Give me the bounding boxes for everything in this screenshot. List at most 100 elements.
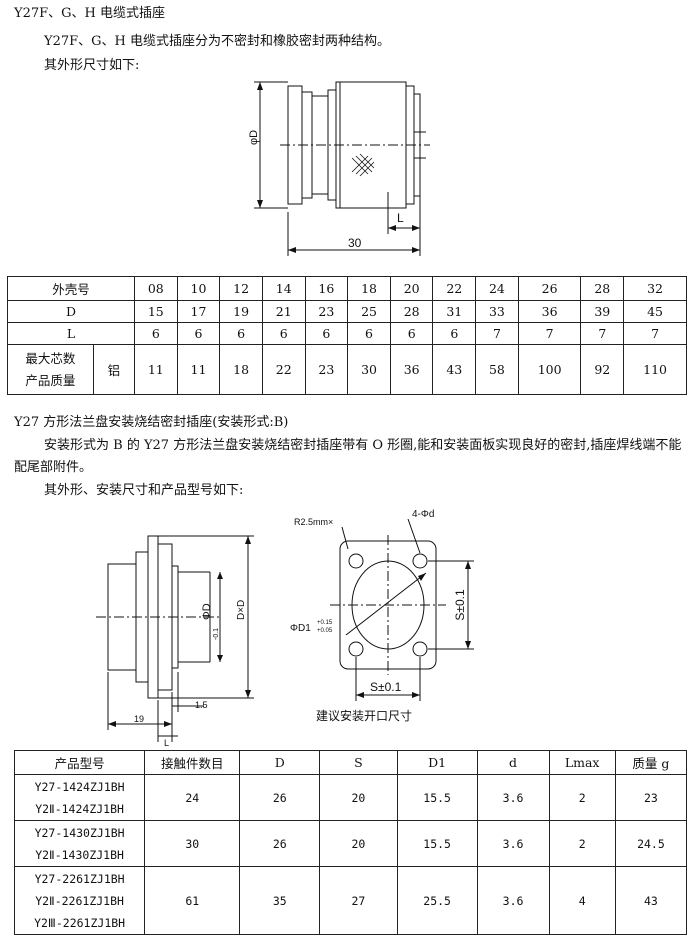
model-name: Y2Ⅱ-2261ZJ1BH [35, 893, 124, 908]
cell: 21 [261, 300, 306, 323]
dim-1-5-label: 1.5 [195, 700, 208, 710]
cell: 30 [347, 344, 391, 395]
cell: 10 [176, 276, 221, 301]
cell: 3.6 [476, 866, 550, 935]
cell: 100 [517, 344, 582, 395]
cell: 19 [219, 300, 263, 323]
l-dimension-label: L [397, 211, 404, 225]
model-cell: Y27-1424ZJ1BH Y2Ⅱ-1424ZJ1BH [13, 774, 146, 821]
cell: 39 [580, 300, 625, 323]
table-row: D 15 17 19 21 23 25 28 31 33 36 39 45 [7, 300, 687, 323]
cell: 25 [347, 300, 391, 323]
header-model: 产品型号 [13, 750, 146, 775]
cell: 15.5 [396, 774, 478, 821]
table-header-row: 产品型号 接触件数目 D S D1 d Lmax 质量 g [13, 750, 688, 775]
cell: 33 [475, 300, 519, 323]
section1-dimensions-intro: 其外形尺寸如下: [44, 58, 140, 73]
cell: 6 [134, 322, 178, 345]
cell: 6 [261, 322, 306, 345]
cell: 6 [219, 322, 263, 345]
cell: 92 [580, 344, 625, 395]
cell: 7 [517, 322, 582, 345]
cell: 14 [261, 276, 306, 301]
table-row: Y27-1424ZJ1BH Y2Ⅱ-1424ZJ1BH 24 26 20 15.… [13, 774, 688, 821]
cell: 7 [475, 322, 519, 345]
cell: 2 [548, 820, 616, 867]
cell: 36 [517, 300, 582, 323]
dia-d-tolerance: -0.1 [213, 628, 220, 640]
cell: 08 [134, 276, 178, 301]
cell: 22 [261, 344, 306, 395]
s-vertical-label: S±0.1 [453, 589, 467, 621]
cell: 36 [389, 344, 434, 395]
row-header-d: D [7, 300, 135, 323]
mass-header-line: 产品质量 [25, 372, 76, 388]
cell: 6 [432, 322, 477, 345]
d1-tolerance-lower: +0.05 [317, 628, 333, 634]
shell-size-table: 外壳号 08 10 12 14 16 18 20 22 24 26 28 32 … [7, 276, 687, 395]
header-lmax: Lmax [548, 750, 616, 775]
cell: 24.5 [614, 820, 688, 867]
model-cell: Y27-1430ZJ1BH Y2Ⅱ-1430ZJ1BH [13, 820, 146, 867]
model-name: Y2Ⅱ-1424ZJ1BH [35, 801, 124, 816]
cell: 23 [304, 344, 349, 395]
section2-dimensions-intro: 其外形、安装尺寸和产品型号如下: [44, 483, 244, 498]
header-mass: 质量 g [614, 750, 688, 775]
cell: 22 [432, 276, 477, 301]
dxd-label: D×D [236, 600, 247, 620]
cell: 4 [548, 866, 616, 935]
cell: 15.5 [396, 820, 478, 867]
model-name: Y2Ⅲ-2261ZJ1BH [34, 915, 126, 930]
cell: 28 [389, 300, 434, 323]
model-name: Y27-2261ZJ1BH [34, 871, 125, 886]
holes-label: 4-Φd [412, 509, 434, 520]
s-horizontal-label: S±0.1 [370, 680, 402, 694]
cell: 23 [614, 774, 688, 821]
cell: 26 [239, 774, 321, 821]
cell: 6 [176, 322, 221, 345]
model-name: Y27-1424ZJ1BH [34, 779, 125, 794]
cell: 20 [319, 820, 398, 867]
model-name: Y2Ⅱ-1430ZJ1BH [35, 847, 124, 862]
cable-socket-outline-drawing: φD L 30 [248, 81, 430, 256]
section1-heading: Y27F、G、H 电缆式插座 [14, 6, 165, 21]
header-small-d: d [476, 750, 550, 775]
d1-tolerance-upper: +0.15 [317, 620, 333, 626]
cell: 26 [517, 276, 582, 301]
row-header-shell: 外壳号 [7, 276, 135, 301]
cell: 2 [548, 774, 616, 821]
cell: 45 [623, 300, 687, 323]
section2-description: 安装形式为 B 的 Y27 方形法兰盘安装烧结密封插座带有 O 形圈,能和安装面… [14, 438, 682, 475]
cell: 11 [176, 344, 221, 395]
cell: 27 [319, 866, 398, 935]
header-d1: D1 [396, 750, 478, 775]
table-row: 最大芯数 产品质量 铝 11 11 18 22 23 30 36 43 58 1… [7, 344, 687, 395]
cell: 24 [475, 276, 519, 301]
length-30-label: 30 [348, 236, 362, 250]
cell: 43 [614, 866, 688, 935]
cell: 43 [432, 344, 477, 395]
cell: 6 [347, 322, 391, 345]
model-cell: Y27-2261ZJ1BH Y2Ⅱ-2261ZJ1BH Y2Ⅲ-2261ZJ1B… [13, 866, 146, 935]
mass-header-line: 最大芯数 [25, 350, 76, 366]
header-contacts: 接触件数目 [144, 750, 241, 775]
cell: 24 [144, 774, 241, 821]
cell: 16 [304, 276, 349, 301]
table-row: Y27-1430ZJ1BH Y2Ⅱ-1430ZJ1BH 30 26 20 15.… [13, 820, 688, 867]
cell: 18 [219, 344, 263, 395]
section2-heading: Y27 方形法兰盘安装烧结密封插座(安装形式:B) [14, 415, 289, 430]
header-s: S [319, 750, 398, 775]
cell: 20 [319, 774, 398, 821]
section1-description: Y27F、G、H 电缆式插座分为不密封和橡胶密封两种结构。 [44, 34, 390, 49]
cell: 7 [580, 322, 625, 345]
cell: 15 [134, 300, 178, 323]
cell: 26 [239, 820, 321, 867]
dia-d-label: ΦD [201, 603, 213, 620]
dim-19-label: 19 [134, 714, 144, 724]
cell: 20 [389, 276, 434, 301]
header-d: D [239, 750, 321, 775]
mounting-cutout-drawing: R2.5mm× 4-Φd ΦD1 +0.15 +0.05 S±0.1 S±0.1… [290, 509, 474, 723]
cell: 12 [219, 276, 263, 301]
cell: 11 [134, 344, 178, 395]
cell: 17 [176, 300, 221, 323]
